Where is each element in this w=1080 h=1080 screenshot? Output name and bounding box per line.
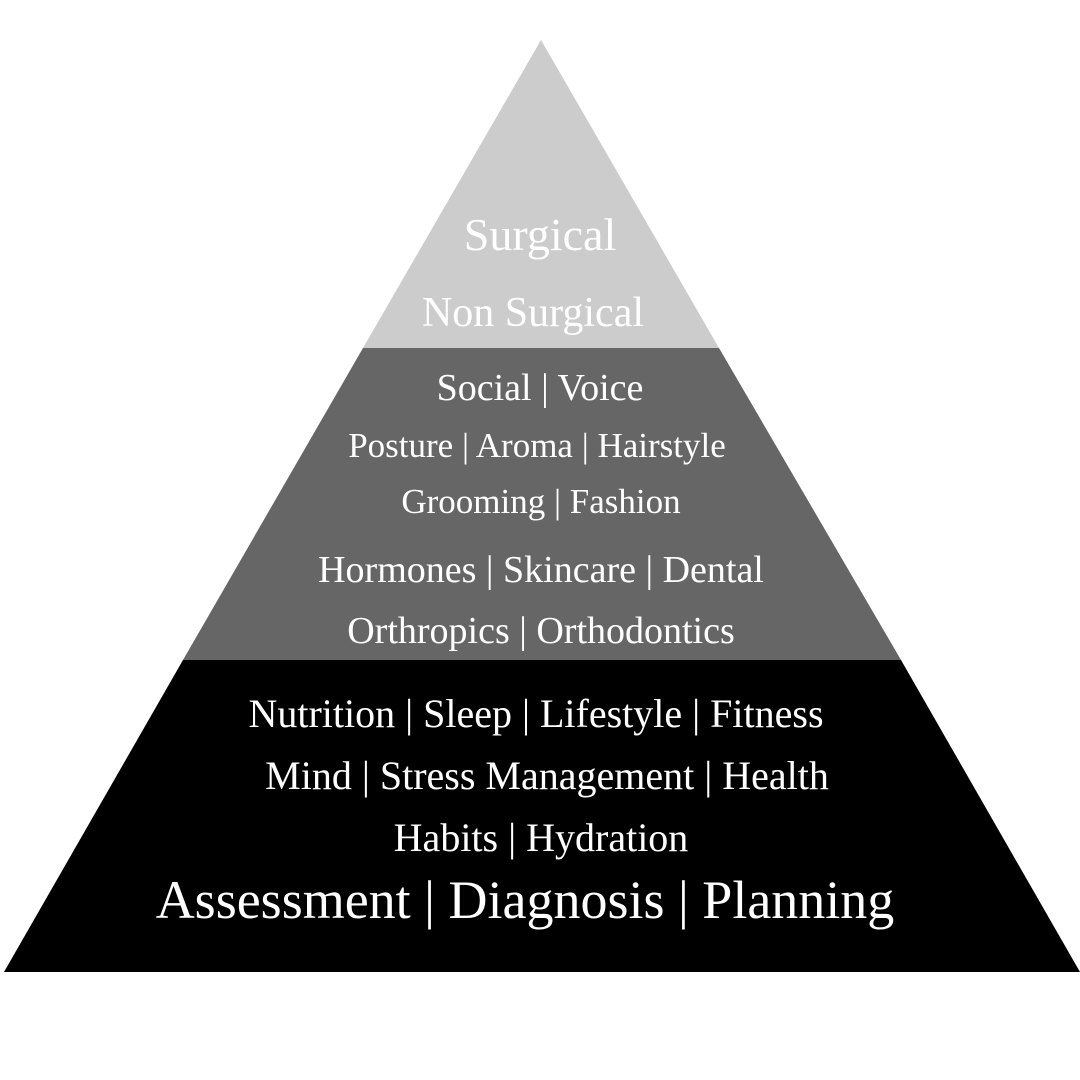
tier-bottom-line-3: Habits | Hydration (394, 815, 689, 860)
tier-bottom-line-1: Nutrition | Sleep | Lifestyle | Fitness (248, 691, 823, 736)
tier-middle-line-1: Social | Voice (437, 367, 644, 409)
pyramid-tier-top (363, 40, 719, 348)
tier-middle-line-4: Hormones | Skincare | Dental (318, 549, 764, 591)
tier-middle-line-2: Posture | Aroma | Hairstyle (348, 426, 726, 465)
pyramid-tier-middle (183, 348, 901, 660)
tier-bottom-line-4: Assessment | Diagnosis | Planning (156, 870, 895, 930)
tier-bottom-line-2: Mind | Stress Management | Health (265, 753, 829, 798)
tier-middle-line-5: Orthropics | Orthodontics (347, 610, 735, 652)
pyramid-tier-bottom (4, 660, 1080, 972)
tier-top-line-2: Non Surgical (422, 290, 644, 336)
tier-middle-line-3: Grooming | Fashion (401, 482, 680, 521)
tier-top-line-1: Surgical (464, 209, 616, 260)
